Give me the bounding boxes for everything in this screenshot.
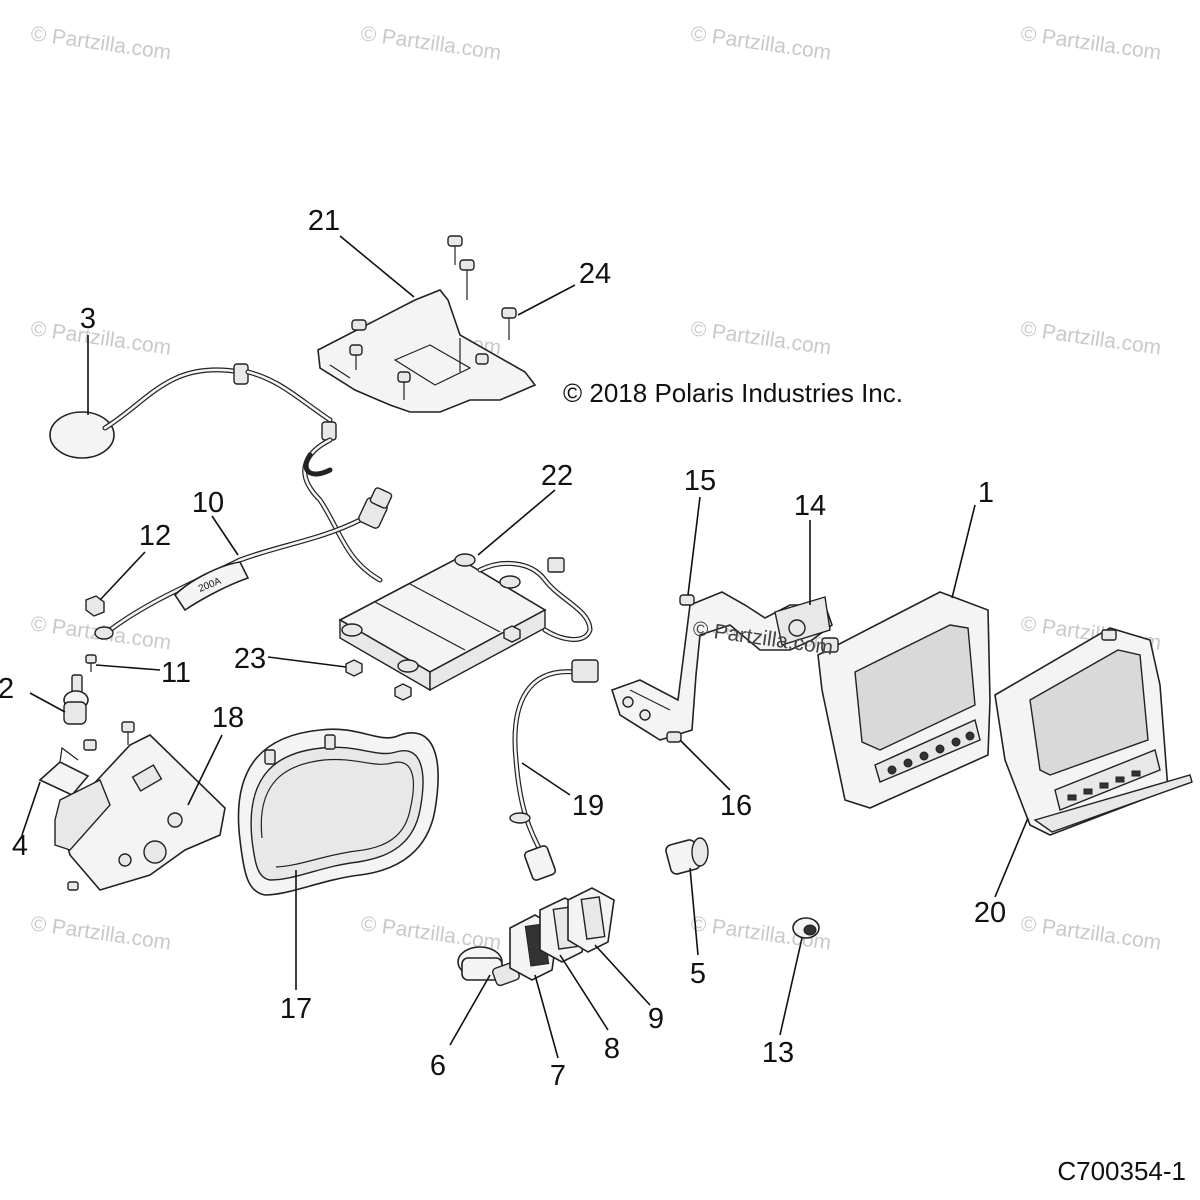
drawing-code: C700354-1	[1057, 1156, 1186, 1186]
part-3-sensor-harness	[49, 363, 383, 583]
callout-19: 19	[572, 790, 604, 822]
watermark: © Partzilla.com	[29, 912, 172, 954]
part-12-nut	[85, 595, 105, 617]
callout-6: 6	[430, 1050, 446, 1082]
callout-20: 20	[974, 897, 1006, 929]
callout-3: 3	[80, 303, 96, 335]
part-2-terminal	[63, 674, 89, 725]
part-24-bolts	[349, 235, 517, 400]
part-16-screw	[666, 731, 682, 743]
part-10-battery-cable: 200A	[94, 487, 393, 640]
callout-1: 1	[978, 477, 994, 509]
part-5-power-outlet	[665, 837, 709, 875]
callout-2: 2	[0, 673, 14, 705]
callout-21: 21	[308, 205, 340, 237]
watermark: © Partzilla.com	[1019, 912, 1162, 954]
part-22-control-module	[338, 553, 593, 692]
callout-11: 11	[161, 657, 191, 689]
part-20-display-cover	[994, 627, 1193, 836]
parts-7-8-9-switches	[509, 887, 615, 981]
callout-18: 18	[212, 702, 244, 734]
part-6-ignition-switch	[457, 946, 520, 987]
callout-10: 10	[192, 487, 224, 519]
callout-8: 8	[604, 1033, 620, 1065]
watermark: © Partzilla.com	[1019, 317, 1162, 359]
callout-13: 13	[762, 1037, 794, 1069]
callout-4: 4	[12, 830, 28, 862]
watermark: © Partzilla.com	[689, 22, 832, 64]
copyright-text: © 2018 Polaris Industries Inc.	[563, 378, 903, 408]
part-17-gauge-cluster	[237, 728, 439, 896]
part-4-clip	[38, 746, 90, 796]
callout-14: 14	[794, 490, 826, 522]
leader-lines	[21, 235, 1029, 1059]
watermark: © Partzilla.com	[29, 22, 172, 64]
callout-9: 9	[648, 1003, 664, 1035]
part-15-screw	[679, 594, 695, 606]
watermark: © Partzilla.com	[1019, 22, 1162, 64]
watermark: © Partzilla.com	[359, 22, 502, 64]
callout-23: 23	[234, 643, 266, 675]
part-11-screw	[85, 654, 97, 672]
watermark: © Partzilla.com	[29, 317, 172, 359]
callout-5: 5	[690, 958, 706, 990]
part-23-nuts	[345, 625, 521, 701]
watermark: © Partzilla.com	[689, 317, 832, 359]
callout-24: 24	[579, 258, 611, 290]
callout-7: 7	[550, 1060, 566, 1092]
callout-22: 22	[541, 460, 573, 492]
callout-labels: 1 2 3 4 5 6 7 8 9 10 11 12 13 14 15 16 1…	[0, 205, 1006, 1092]
part-1-display	[817, 591, 991, 809]
callout-17: 17	[280, 993, 312, 1025]
part-19-cable	[509, 659, 599, 881]
part-13-bushing	[792, 917, 820, 939]
part-14-bracket	[611, 591, 833, 741]
callout-12: 12	[139, 520, 171, 552]
callout-15: 15	[684, 465, 716, 497]
part-21-bracket	[317, 289, 537, 413]
callout-16: 16	[720, 790, 752, 822]
part-18-bracket	[54, 721, 226, 891]
